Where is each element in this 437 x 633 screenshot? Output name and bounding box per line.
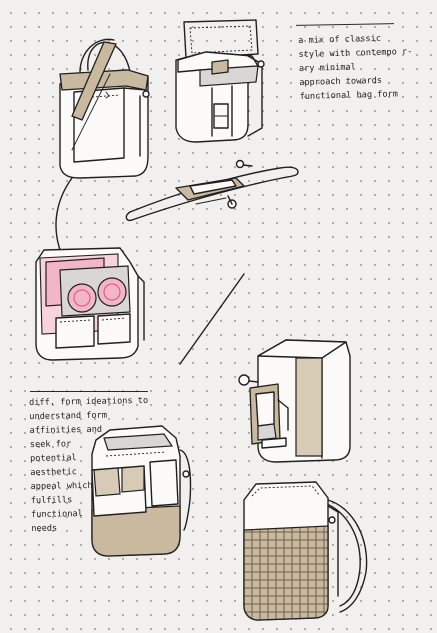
flap-pocket-bag-sketch: [238, 339, 351, 463]
front-pocket-backpack-sketch: [91, 425, 192, 557]
shoulder-strap-sketch: [125, 159, 299, 222]
connector-line-left: [55, 177, 73, 251]
annotation-middle: diff. form ideations to understand form …: [29, 395, 149, 534]
annotation-top: a mix of classic style with contempo r- …: [298, 33, 413, 102]
woven-panel-messenger-sketch: [243, 481, 368, 621]
tote-backpack-sketch: [59, 38, 150, 179]
underline-rule-middle: [30, 391, 148, 392]
connector-line-diagonal: [179, 273, 245, 365]
open-organizer-bag-sketch: [35, 247, 145, 361]
open-flap-backpack-sketch: [175, 19, 265, 143]
